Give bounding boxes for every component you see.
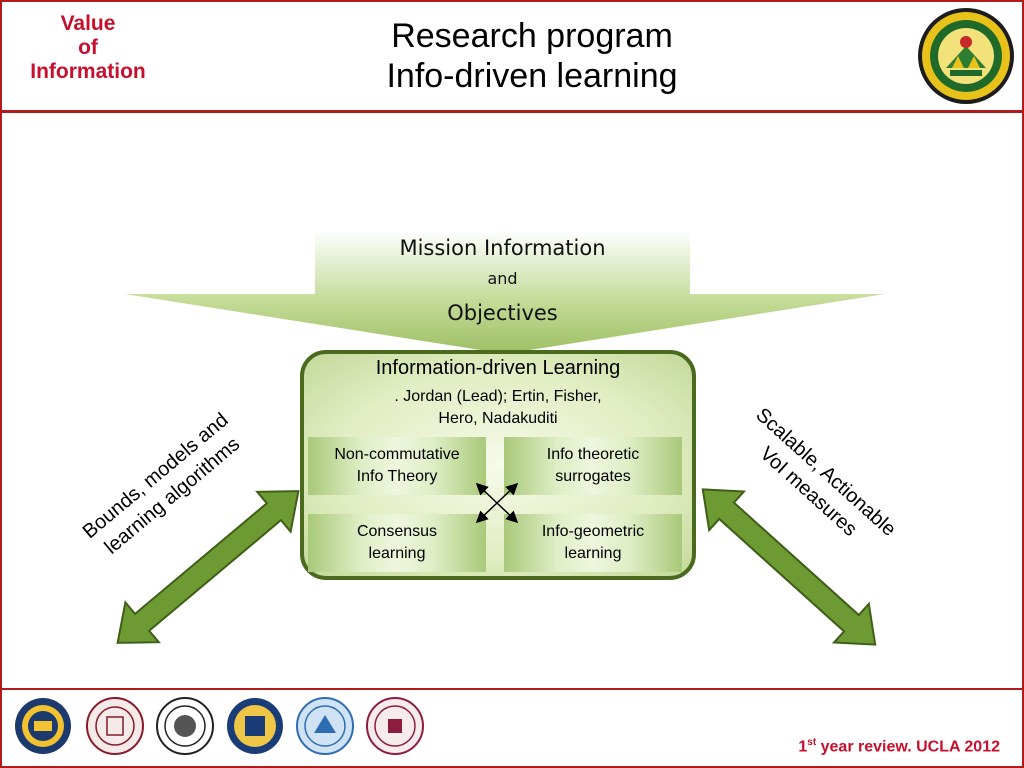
title-line-1: Research program bbox=[391, 17, 673, 55]
learning-box-authors: . Jordan (Lead); Ertin, Fisher, bbox=[394, 388, 602, 405]
slide-title: Research program Info-driven learning bbox=[262, 16, 802, 96]
cell-label: Consensus bbox=[356, 523, 438, 540]
footer-ordinal-suffix: st bbox=[807, 737, 817, 748]
mission-information-box bbox=[315, 231, 690, 297]
mission-objectives: Objectives bbox=[447, 301, 558, 325]
double-headed-arrow-icon bbox=[701, 488, 877, 646]
header-divider bbox=[0, 110, 1024, 113]
mission-connector: and bbox=[487, 269, 518, 288]
corner-label-line: Value bbox=[60, 12, 116, 35]
cell-non-commutative-info-theory: Non-commutative Info Theory bbox=[308, 437, 486, 495]
university-seal-icon bbox=[86, 697, 144, 755]
corner-label-line: Information bbox=[30, 60, 146, 83]
double-headed-arrow-icon bbox=[116, 490, 300, 644]
university-seal-icon bbox=[156, 697, 214, 755]
university-seal-icon bbox=[366, 697, 424, 755]
footer-ordinal: 1 bbox=[798, 738, 808, 756]
cell-info-geometric-learning: Info-geometric learning bbox=[504, 514, 682, 572]
cell-label: learning bbox=[564, 545, 622, 562]
mission-title: Mission Information bbox=[399, 236, 606, 260]
mission-funnel-arrow bbox=[125, 294, 885, 352]
army-research-office-seal-icon bbox=[918, 8, 1014, 104]
corner-label-line: of bbox=[78, 36, 98, 59]
university-seal-icon bbox=[227, 698, 283, 754]
university-seal-icon bbox=[15, 698, 71, 754]
cell-consensus-learning: Consensus learning bbox=[308, 514, 486, 572]
learning-box-title: Information-driven Learning bbox=[375, 357, 621, 379]
university-seal-icon bbox=[296, 697, 354, 755]
cell-label: surrogates bbox=[555, 468, 631, 485]
cell-info-theoretic-surrogates: Info theoretic surrogates bbox=[504, 437, 682, 495]
footer-divider bbox=[0, 688, 1024, 690]
footer-review-note: 1st year review. UCLA 2012 bbox=[720, 737, 1000, 756]
cell-label: learning bbox=[368, 545, 426, 562]
learning-box-authors: Hero, Nadakuditi bbox=[438, 410, 558, 427]
footer-text: year review. UCLA 2012 bbox=[816, 738, 1000, 756]
cell-label: Info Theory bbox=[356, 468, 438, 485]
cell-label: Info theoretic bbox=[546, 446, 640, 463]
cell-label: Info-geometric bbox=[541, 523, 645, 540]
value-of-information-label: Value of Information bbox=[8, 12, 168, 84]
cell-label: Non-commutative bbox=[334, 446, 460, 463]
title-line-2: Info-driven learning bbox=[386, 57, 678, 95]
cross-arrows-icon bbox=[475, 482, 519, 524]
